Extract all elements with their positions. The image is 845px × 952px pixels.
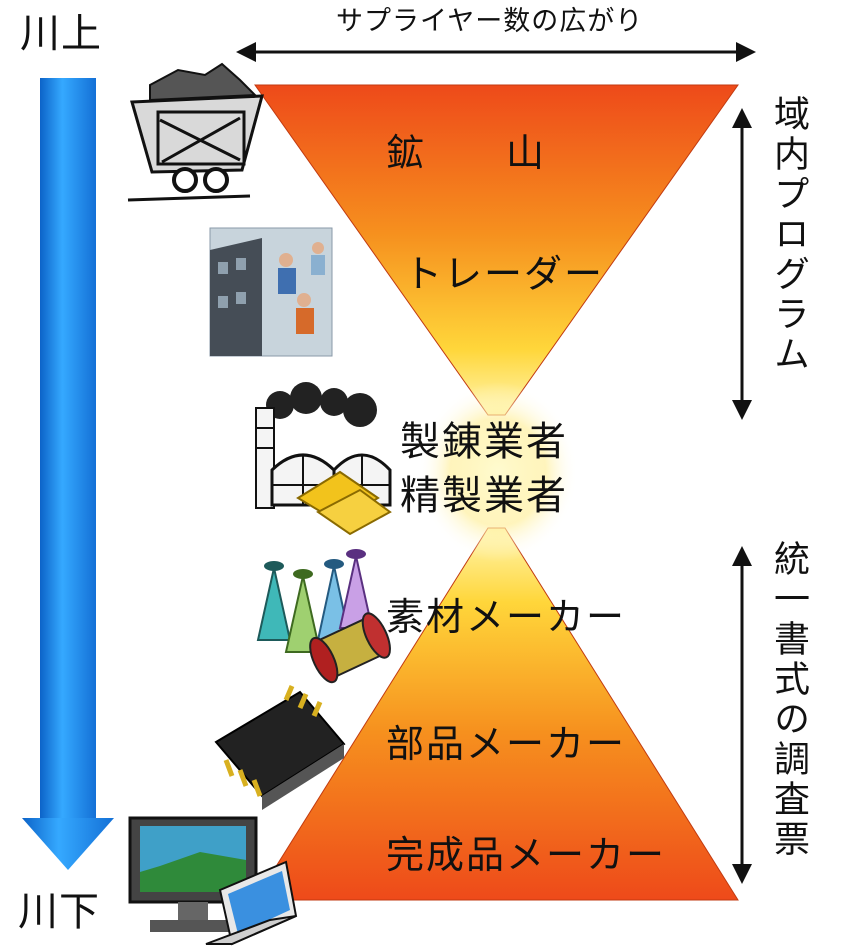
traders-photo-icon — [209, 227, 333, 357]
supplier-spread-arrow — [236, 42, 756, 62]
factory-icon — [255, 382, 392, 536]
unified-form-label: 統一書式の調査票 — [768, 540, 809, 860]
stage-parts-maker: 部品メーカー — [386, 722, 627, 766]
stage-mine: 鉱 山 — [386, 131, 547, 175]
unified-form-arrow — [732, 546, 752, 884]
supplier-spread-label: サプライヤー数の広がり — [336, 6, 644, 37]
downstream-label: 川下 — [18, 889, 100, 935]
regional-program-arrow — [732, 108, 752, 420]
regional-program-label: 域内プログラム — [768, 95, 809, 375]
thread-spools-icon — [256, 549, 391, 684]
stage-smelter: 製錬業者 — [400, 419, 568, 465]
microchip-icon — [214, 685, 346, 810]
upstream-label: 川上 — [20, 11, 102, 57]
funnel-neck-glow — [418, 382, 578, 562]
computer-icon — [128, 816, 298, 946]
downstream-arrow — [22, 78, 114, 870]
mine-cart-icon — [127, 62, 264, 202]
stage-refiner: 精製業者 — [400, 473, 568, 519]
stage-trader: トレーダー — [404, 252, 605, 296]
stage-material-maker: 素材メーカー — [386, 595, 627, 639]
stage-finished-maker: 完成品メーカー — [386, 833, 667, 877]
